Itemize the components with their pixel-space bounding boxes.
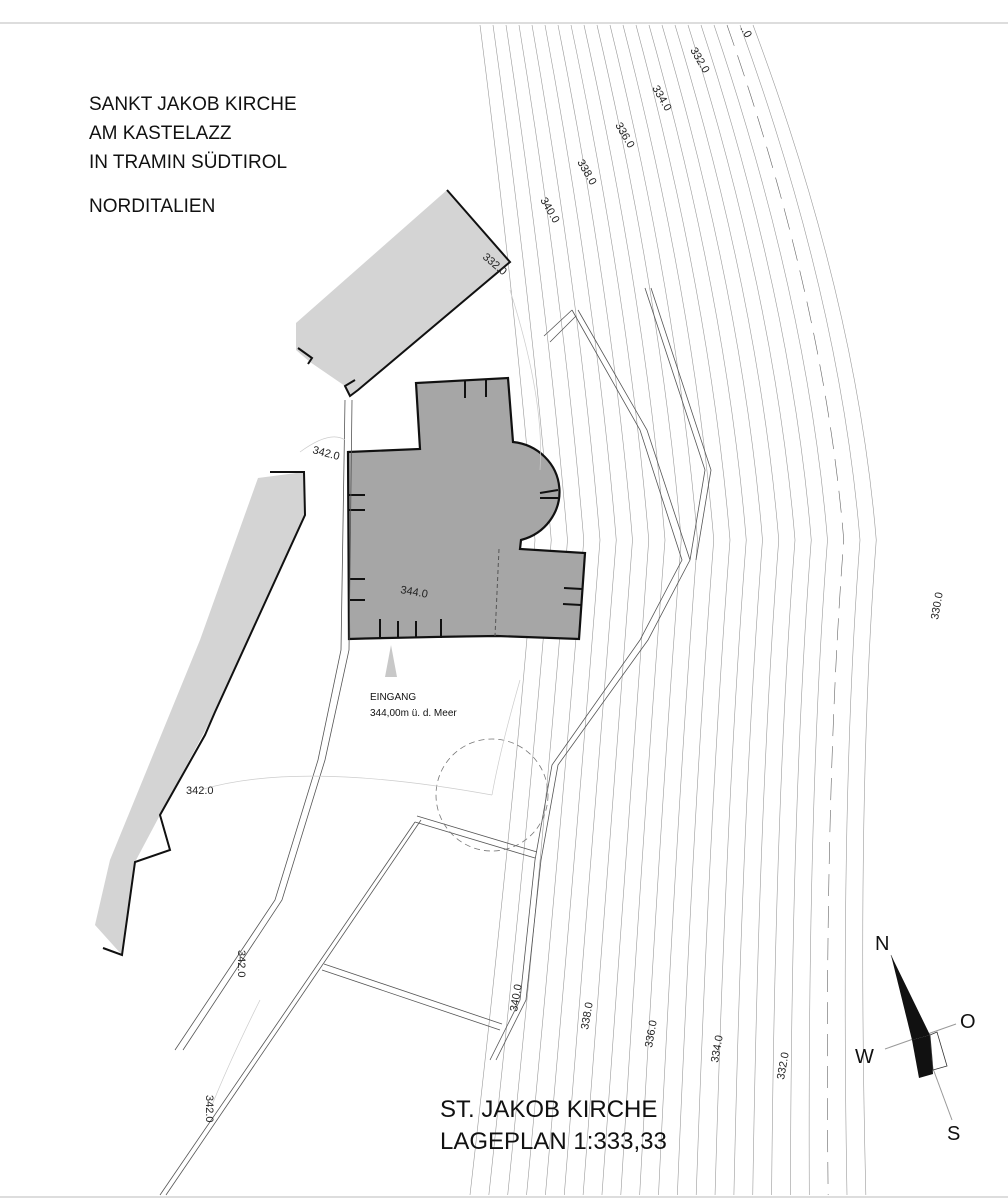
contour-line (713, 24, 828, 1196)
annex-north-wall-2 (297, 347, 314, 365)
drawing-name: ST. JAKOB KIRCHE (440, 1096, 658, 1123)
contour-lines (469, 24, 877, 1196)
contour-line (583, 24, 666, 1196)
contour-line (739, 24, 861, 1196)
annex-building-north (296, 190, 510, 396)
contour-label: 336.0 (643, 1019, 660, 1048)
tree-circle (435, 738, 549, 852)
footpaths (159, 287, 712, 1196)
contour-line (596, 24, 682, 1196)
contour-label: 344.0 (399, 584, 428, 601)
annex-north-wall (343, 189, 512, 398)
contour-line (674, 24, 780, 1196)
entrance-label: EINGANG (370, 692, 417, 703)
contour-label: 338.0 (579, 1001, 596, 1030)
entrance-elevation: 344,00m ü. d. Meer (370, 708, 457, 719)
contour-label: 340.0 (537, 196, 561, 226)
contour-label: 332.0 (687, 46, 711, 76)
contour-line (531, 24, 601, 1196)
contour-line (687, 24, 796, 1196)
contour-line (518, 24, 585, 1196)
compass-east: O (960, 1011, 976, 1033)
contour-label: 334.0 (709, 1034, 726, 1063)
contour-line (726, 24, 845, 1196)
entrance-arrow-icon (385, 645, 397, 677)
title-block: SANKT JAKOB KIRCHE AM KASTELAZZ IN TRAMI… (89, 90, 297, 221)
contour-line (544, 24, 617, 1196)
compass-west: W (855, 1046, 874, 1068)
terrain-lines (199, 289, 541, 1111)
contour-line (648, 24, 747, 1196)
contour-line (609, 24, 698, 1196)
title-line-2: AM KASTELAZZ (89, 123, 232, 144)
drawing-scale: LAGEPLAN 1:333,33 (440, 1128, 667, 1155)
drawing-title: ST. JAKOB KIRCHE LAGEPLAN 1:333,33 (440, 1094, 667, 1158)
contour-line (752, 24, 877, 1196)
contour-label: 342.0 (311, 444, 341, 463)
region-label: NORDITALIEN (89, 196, 216, 217)
contour-line (557, 24, 633, 1196)
title-line-3: IN TRAMIN SÜDTIROL (89, 152, 288, 173)
contour-line (505, 24, 568, 1196)
annex-west-wall (102, 471, 307, 957)
contour-line (700, 24, 812, 1196)
contour-line (661, 24, 763, 1196)
contour-label: 334.0 (649, 84, 673, 114)
contour-label: 330.0 (929, 591, 946, 620)
contour-label: 342.0 (235, 950, 247, 978)
north-arrow-icon (891, 955, 930, 1040)
contour-label: 332.0 (775, 1051, 792, 1080)
contour-label: ..0 (737, 24, 754, 41)
contour-line (635, 24, 731, 1196)
church-building (346, 376, 587, 641)
contour-label: 342.0 (186, 785, 214, 797)
annex-building-west (95, 472, 305, 955)
church-internal-divider (494, 548, 500, 637)
contour-label: 342.0 (203, 1095, 215, 1123)
contour-label: 338.0 (574, 158, 598, 188)
compass-south: S (947, 1123, 960, 1145)
contour-label: 340.0 (508, 983, 525, 1012)
contour-line (622, 24, 715, 1196)
compass-north: N (875, 933, 889, 955)
north-arrow-compass: N O S W (855, 933, 976, 1145)
entrance-note: EINGANG 344,00m ü. d. Meer (370, 690, 457, 722)
title-line-1: SANKT JAKOB KIRCHE (89, 94, 297, 115)
